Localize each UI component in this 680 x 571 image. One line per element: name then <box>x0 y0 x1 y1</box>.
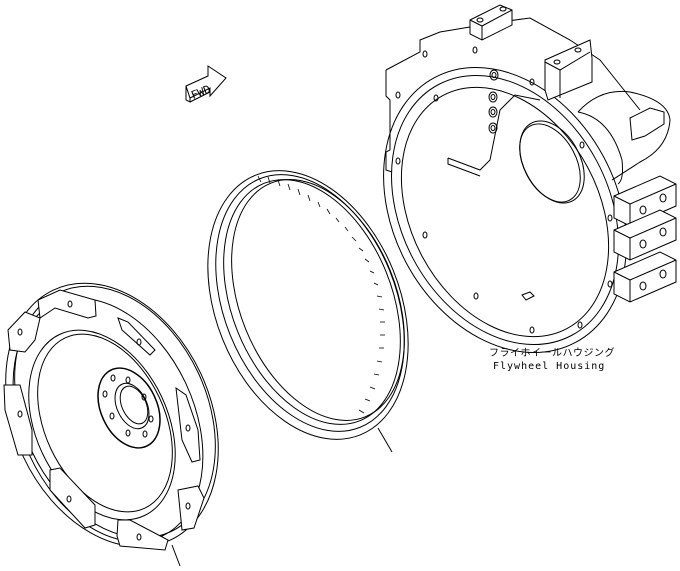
ring-gear-drawing <box>207 170 409 440</box>
flywheel-housing-drawing <box>383 4 677 353</box>
housing-bolt-holes <box>395 46 613 334</box>
flywheel-housing-label-en: Flywheel Housing <box>493 361 606 372</box>
flywheel-leader-line <box>171 544 181 567</box>
fwd-arrow-icon: FWD <box>185 65 227 103</box>
ring-gear-leader-line <box>377 427 393 453</box>
flywheel-hub-bolt-holes <box>102 374 154 438</box>
flywheel-housing-label-jp: フライホイールハウジング <box>489 348 615 359</box>
flywheel-drawing <box>3 282 219 551</box>
